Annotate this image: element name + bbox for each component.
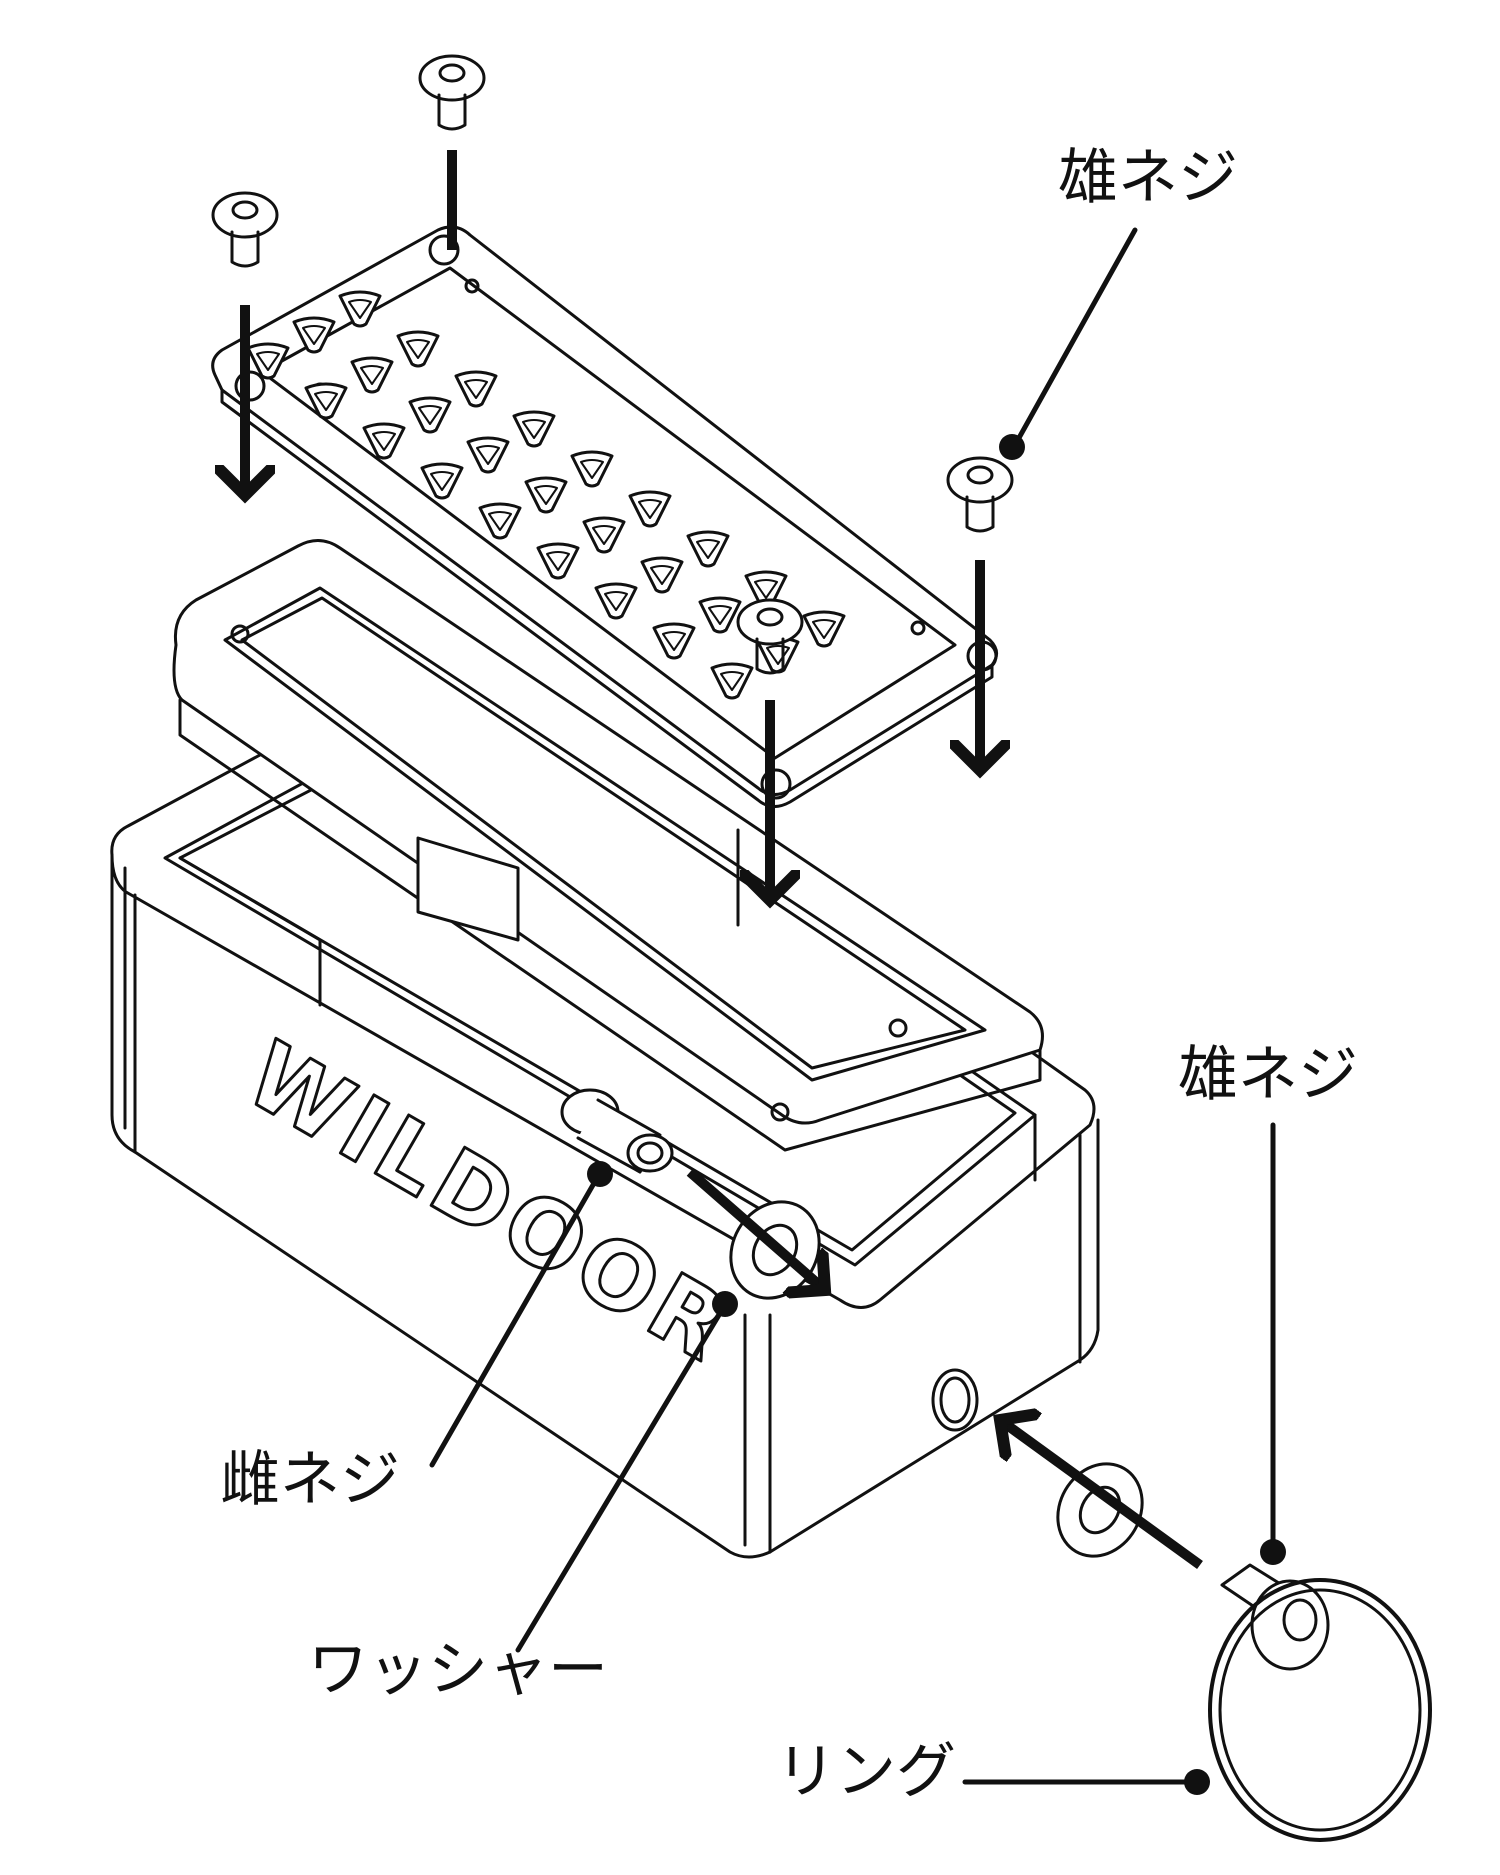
vent-slot (362, 422, 406, 460)
vent-slot (594, 582, 638, 620)
label-right-male-screw: 雄ネジ (1178, 1040, 1358, 1110)
vent-slot-inner (430, 471, 454, 491)
vent-slot (350, 356, 394, 394)
vent-slot (686, 530, 730, 568)
vent-slot-inner (696, 539, 720, 559)
washer-right (1056, 1462, 1144, 1558)
vent-slot (292, 316, 336, 354)
female-standoff (560, 1088, 674, 1174)
vent-slot (408, 396, 452, 434)
label-ring: リング (776, 1737, 956, 1807)
vent-slot (628, 490, 672, 528)
arrow-standoff (686, 1168, 825, 1290)
label-female-screw: 雌ネジ (220, 1445, 400, 1515)
vent-slot (304, 382, 348, 420)
vent-slot (582, 516, 626, 554)
vent-slot-inner (720, 671, 744, 691)
vent-slot-inner (522, 419, 546, 439)
vent-slot-inner (534, 485, 558, 505)
vent-slot-inner (604, 591, 628, 611)
vent-slot (698, 596, 742, 634)
vent-slot-inner (372, 431, 396, 451)
vent-slot-inner (638, 499, 662, 519)
leader-top-male (1012, 227, 1138, 448)
assembly-arrows (245, 150, 1203, 1570)
leader-dot-washer (712, 1291, 738, 1317)
vent-slot (338, 290, 382, 328)
vent-slot-inner (662, 631, 686, 651)
vent-slot (640, 556, 684, 594)
vent-slot (570, 450, 614, 488)
vent-slot (466, 436, 510, 474)
vent-slot-inner (708, 605, 732, 625)
vent-slot-inner (812, 619, 836, 639)
vent-slot-inner (546, 551, 570, 571)
label-top-male-screw: 雄ネジ (1058, 143, 1238, 213)
leader-female (429, 1175, 600, 1468)
vent-slot (710, 662, 754, 700)
vent-slot-inner (650, 565, 674, 585)
vent-slot (524, 476, 568, 514)
vent-slot-inner (314, 391, 338, 411)
label-washer: ワッシャー (308, 1635, 608, 1705)
vent-slot (652, 622, 696, 660)
vent-slot-inner (476, 445, 500, 465)
vent-slot-inner (592, 525, 616, 545)
leader-dot-female (587, 1161, 613, 1187)
top-grill-plate (211, 225, 998, 808)
gasket-frame (172, 539, 1044, 1152)
vent-slot (536, 542, 580, 580)
top-screw-front (736, 598, 804, 675)
ring-bolt (1208, 1563, 1432, 1842)
vent-slot-inner (348, 299, 372, 319)
vent-slot-inner (360, 365, 384, 385)
callout-leaders (429, 227, 1286, 1795)
vent-slot-inner (406, 339, 430, 359)
leader-dot-right-male (1260, 1539, 1286, 1565)
top-screw-right (946, 456, 1014, 533)
arrow-ring-bolt (1000, 1420, 1203, 1570)
top-screw-back (418, 54, 486, 131)
vent-slot-inner (488, 511, 512, 531)
vent-slot-inner (754, 579, 778, 599)
leader-dot-ring (1184, 1769, 1210, 1795)
top-screw-left (211, 191, 279, 268)
vent-slot-inner (302, 325, 326, 345)
vent-slot-inner (418, 405, 442, 425)
vent-slot-inner (580, 459, 604, 479)
vent-slot-inner (766, 645, 790, 665)
leader-washer (515, 1307, 725, 1653)
vent-slot-inner (464, 379, 488, 399)
vent-slot (246, 342, 290, 380)
vent-slot (478, 502, 522, 540)
leader-dot-top-male (999, 434, 1025, 460)
vent-slot (420, 462, 464, 500)
vent-slot (454, 370, 498, 408)
vent-slot (802, 610, 846, 648)
vent-slot-inner (256, 351, 280, 371)
vent-slot (396, 330, 440, 368)
vent-slot (512, 410, 556, 448)
